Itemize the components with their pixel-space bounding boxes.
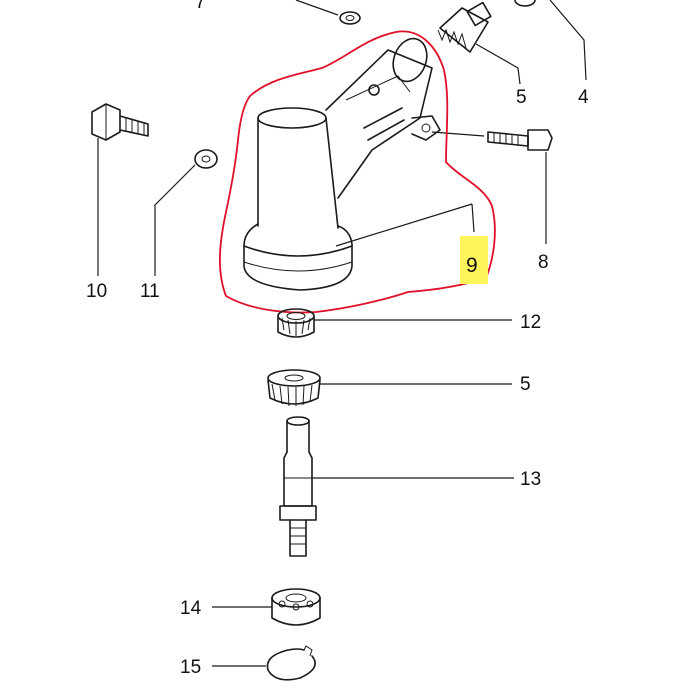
leader-line-11 — [154, 164, 196, 276]
part-9-gear-housing — [243, 37, 485, 291]
label-part-14: 14 — [180, 598, 202, 619]
part-5-bevel-gear — [267, 369, 512, 407]
label-9-highlight — [460, 236, 488, 284]
label-part-5-top: 5 — [516, 87, 527, 108]
label-part-11: 11 — [140, 281, 160, 302]
part-8-socket-screw — [487, 129, 553, 244]
part-7-washer — [295, 0, 361, 25]
part-4 — [514, 0, 587, 81]
label-part-12: 12 — [520, 312, 541, 333]
label-part-9: 9 — [466, 254, 478, 277]
leader-line-9 — [335, 203, 473, 247]
leader-line-4 — [549, 0, 587, 81]
part-14-ball-bearing — [212, 588, 321, 626]
label-part-10: 10 — [86, 281, 107, 302]
label-part-4: 4 — [578, 87, 589, 108]
part-11-washer — [154, 149, 218, 276]
part-15-circlip — [212, 645, 316, 681]
part-12-needle-bearing — [277, 308, 512, 338]
part-10-hex-bolt — [91, 103, 149, 276]
label-part-13: 13 — [520, 469, 541, 490]
label-part-5-bottom: 5 — [520, 374, 531, 395]
label-part-15: 15 — [180, 657, 201, 678]
label-part-8: 8 — [538, 252, 549, 273]
part-5-pinion-gear — [437, 1, 521, 85]
label-part-7: 7 — [195, 0, 206, 13]
leader-line-5a — [475, 43, 521, 85]
part-13-drive-shaft — [279, 416, 514, 557]
leader-line-7 — [295, 0, 339, 16]
